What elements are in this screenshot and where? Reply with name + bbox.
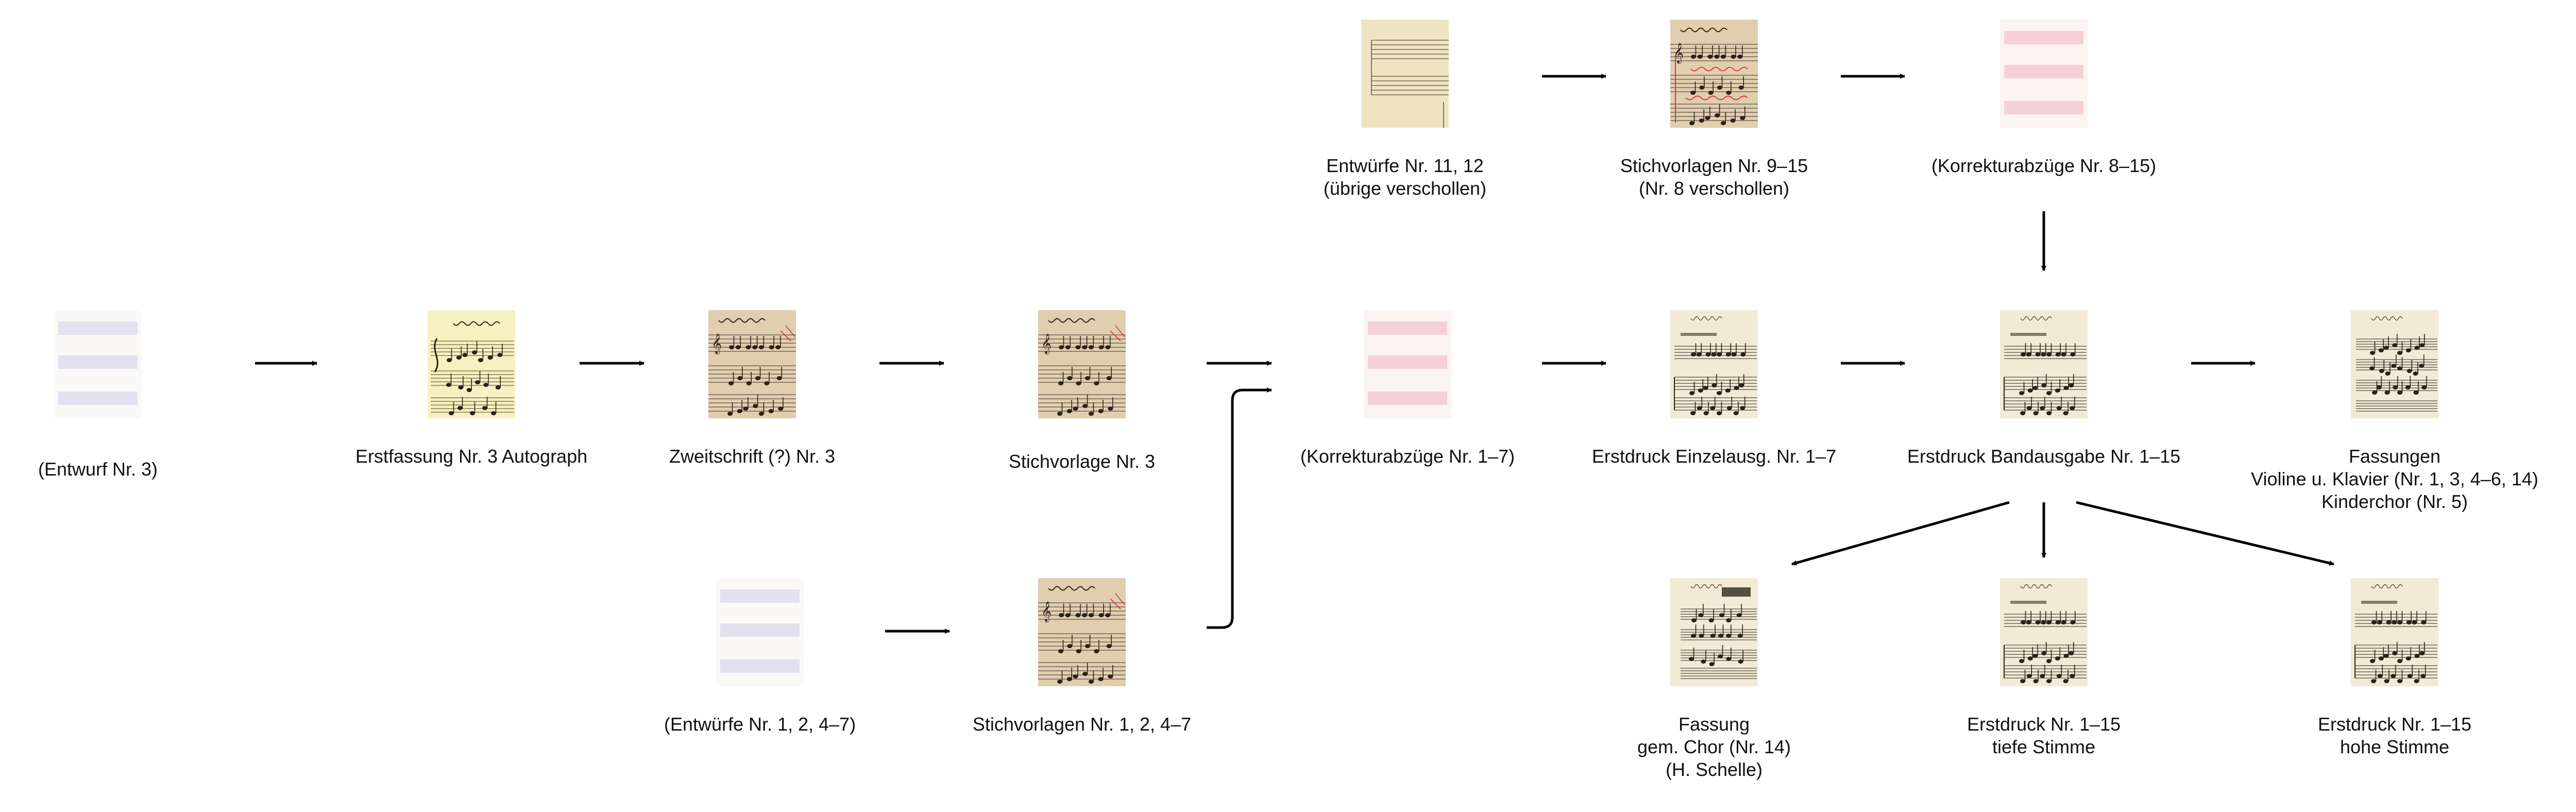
placeholder-thumbnail (1364, 310, 1451, 418)
node-label: (Entwürfe Nr. 1, 2, 4–7) (605, 713, 914, 736)
svg-text:𝄞: 𝄞 (711, 333, 722, 354)
edge-stichvorlagen1247-korrektur17 (1207, 387, 1272, 629)
node-label-line: Fassung (1678, 714, 1750, 735)
placeholder-thumbnail (716, 578, 804, 686)
edge-bandausgabe115-chor14 (1791, 501, 2010, 566)
svg-text:𝄞: 𝄞 (1673, 43, 1684, 64)
node-label-line: Erstdruck Nr. 1–15 (1967, 714, 2121, 735)
node-label-line: Erstdruck Bandausgabe Nr. 1–15 (1907, 446, 2181, 467)
node-label: Erstdruck Einzelausg. Nr. 1–7 (1560, 445, 1869, 468)
node-label-line: Stichvorlagen Nr. 9–15 (1620, 155, 1808, 176)
manuscript-thumbnail (1361, 20, 1449, 128)
svg-text:𝄞: 𝄞 (1041, 333, 1052, 354)
node-label-line: hohe Stimme (2340, 736, 2450, 757)
node-label-line: (Korrekturabzüge Nr. 8–15) (1931, 155, 2157, 176)
node-label-line: Entwürfe Nr. 11, 12 (1326, 155, 1484, 176)
node-label-line: Erstdruck Nr. 1–15 (2317, 714, 2472, 735)
node-label-line: tiefe Stimme (1992, 736, 2096, 757)
node-label: Stichvorlagen Nr. 9–15(Nr. 8 verschollen… (1560, 155, 1869, 200)
print-thumbnail (1670, 310, 1758, 418)
print-thumbnail (2000, 310, 2088, 418)
placeholder-thumbnail (54, 310, 142, 418)
manuscript-thumbnail: 𝄞 (1670, 20, 1758, 128)
node-label-line: Stichvorlage Nr. 3 (1008, 451, 1156, 472)
node-label-line: Stichvorlagen Nr. 1, 2, 4–7 (972, 714, 1192, 735)
node-label-line: gem. Chor (Nr. 14) (1637, 736, 1791, 757)
edge-bandausgabe115-hoch115 (2076, 501, 2334, 566)
svg-text:𝄞: 𝄞 (1041, 601, 1052, 622)
print-thumbnail (1670, 578, 1758, 686)
node-label: (Korrekturabzüge Nr. 8–15) (1889, 155, 2198, 177)
print-thumbnail (2000, 578, 2088, 686)
node-label-line: (Entwürfe Nr. 1, 2, 4–7) (664, 714, 856, 735)
placeholder-thumbnail (2000, 20, 2088, 128)
node-label-line: (übrige verschollen) (1323, 178, 1487, 199)
print-thumbnail (2351, 310, 2438, 418)
node-label: Erstfassung Nr. 3 Autograph (317, 445, 626, 468)
node-label: Stichvorlagen Nr. 1, 2, 4–7 (927, 713, 1236, 736)
node-label: (Entwurf Nr. 3) (0, 458, 252, 481)
node-label-line: Violine u. Klavier (Nr. 1, 3, 4–6, 14) (2251, 468, 2538, 489)
node-label-line: (Korrekturabzüge Nr. 1–7) (1300, 446, 1515, 467)
manuscript-thumbnail: 𝄞 (1038, 310, 1126, 418)
print-thumbnail (2351, 578, 2438, 686)
node-label: Erstdruck Bandausgabe Nr. 1–15 (1889, 445, 2198, 468)
node-label: Zweitschrift (?) Nr. 3 (598, 445, 907, 468)
node-label-line: (Entwurf Nr. 3) (38, 459, 158, 480)
node-label-line: (H. Schelle) (1665, 759, 1763, 780)
node-label: Stichvorlage Nr. 3 (927, 450, 1236, 473)
node-label-line: Fassungen (2348, 446, 2441, 467)
node-label-line: Erstdruck Einzelausg. Nr. 1–7 (1591, 446, 1837, 467)
node-label: (Korrekturabzüge Nr. 1–7) (1253, 445, 1562, 468)
node-label-line: Kinderchor (Nr. 5) (2321, 491, 2468, 512)
node-label-line: Zweitschrift (?) Nr. 3 (669, 446, 836, 467)
manuscript-thumbnail: 𝄞 (1038, 578, 1126, 686)
manuscript-thumbnail (428, 310, 515, 418)
node-label-line: Erstfassung Nr. 3 Autograph (355, 446, 588, 467)
node-label-line: (Nr. 8 verschollen) (1638, 178, 1790, 199)
manuscript-thumbnail: 𝄞 (708, 310, 796, 418)
node-label: Entwürfe Nr. 11, 12(übrige verschollen) (1250, 155, 1560, 200)
